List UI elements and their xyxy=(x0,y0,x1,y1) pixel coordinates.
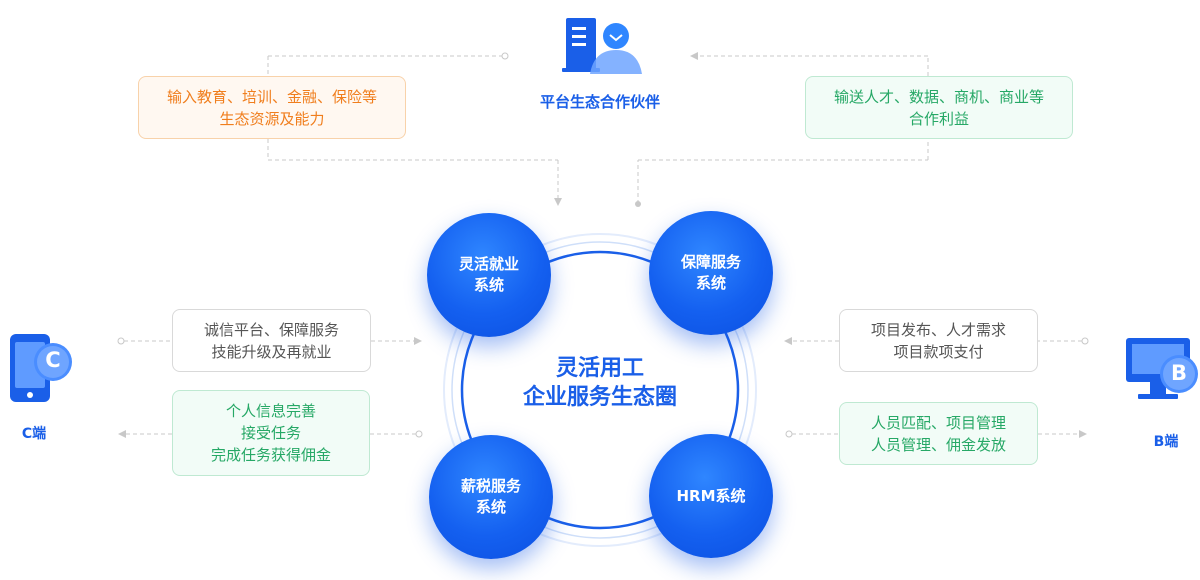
partner-input-box: 输入教育、培训、金融、保险等 生态资源及能力 xyxy=(138,76,406,139)
connector-top-right xyxy=(637,52,929,204)
c-end-service-box: 诚信平台、保障服务 技能升级及再就业 xyxy=(172,309,371,372)
node-flexible-employment-system: 灵活就业 系统 xyxy=(427,213,551,337)
connector-dot xyxy=(785,430,793,438)
connector-dot xyxy=(1081,337,1089,345)
ecosystem-ring-inner xyxy=(460,250,740,530)
box-line: 输入教育、培训、金融、保险等 xyxy=(166,87,377,106)
box-line: 输送人才、数据、商机、商业等 xyxy=(833,87,1044,106)
box-line: 技能升级及再就业 xyxy=(211,342,332,361)
ecosystem-title-line: 灵活用工 xyxy=(555,356,644,381)
monitor-b-badge: B xyxy=(1170,361,1187,385)
box-line: 个人信息完善 xyxy=(225,402,316,420)
connector-dot xyxy=(415,430,423,438)
node-label: 保障服务 xyxy=(680,253,741,271)
node-label: 系统 xyxy=(475,498,506,516)
node-label: HRM系统 xyxy=(676,486,746,505)
box-line: 人员匹配、项目管理 xyxy=(870,413,1006,432)
ecosystem-ring-middle xyxy=(451,241,749,539)
node-label: 灵活就业 xyxy=(458,255,519,273)
node-label: 系统 xyxy=(695,274,726,292)
box-line: 完成任务获得佣金 xyxy=(210,446,331,464)
b-end-label: B端 xyxy=(1153,434,1179,450)
box-line: 诚信平台、保障服务 xyxy=(203,320,339,339)
c-end-label: C端 xyxy=(21,426,47,442)
node-hrm-system: HRM系统 xyxy=(649,434,773,558)
box-line: 项目款项支付 xyxy=(893,342,984,361)
connector-top-left xyxy=(267,55,562,206)
connector-dot xyxy=(501,52,509,60)
ecosystem-ring-outer xyxy=(443,233,757,547)
box-line: 接受任务 xyxy=(240,424,301,442)
partner-label: 平台生态合作伙伴 xyxy=(539,93,660,111)
node-label: 薪税服务 xyxy=(460,477,521,495)
box-line: 生态资源及能力 xyxy=(219,109,325,128)
b-end-demand-box: 项目发布、人才需求 项目款项支付 xyxy=(839,309,1038,372)
monitor-b-icon xyxy=(1124,336,1200,408)
c-end-task-box: 个人信息完善 接受任务 完成任务获得佣金 xyxy=(172,390,370,476)
node-security-service-system: 保障服务 系统 xyxy=(649,211,773,335)
phone-c-icon xyxy=(8,332,78,408)
ecosystem-title: 灵活用工 企业服务生态圈 xyxy=(480,354,720,412)
box-line: 项目发布、人才需求 xyxy=(870,320,1006,339)
partner-output-box: 输送人才、数据、商机、商业等 合作利益 xyxy=(805,76,1073,139)
b-end-management-box: 人员匹配、项目管理 人员管理、佣金发放 xyxy=(839,402,1038,465)
node-label: 系统 xyxy=(473,276,504,294)
connector-dot xyxy=(117,337,125,345)
connector-dot xyxy=(635,201,641,207)
partner-building-icon xyxy=(560,14,644,78)
node-payroll-tax-system: 薪税服务 系统 xyxy=(429,435,553,559)
box-line: 合作利益 xyxy=(908,109,969,128)
ecosystem-title-line: 企业服务生态圈 xyxy=(522,385,677,410)
box-line: 人员管理、佣金发放 xyxy=(870,435,1006,454)
phone-c-badge: C xyxy=(45,348,61,372)
